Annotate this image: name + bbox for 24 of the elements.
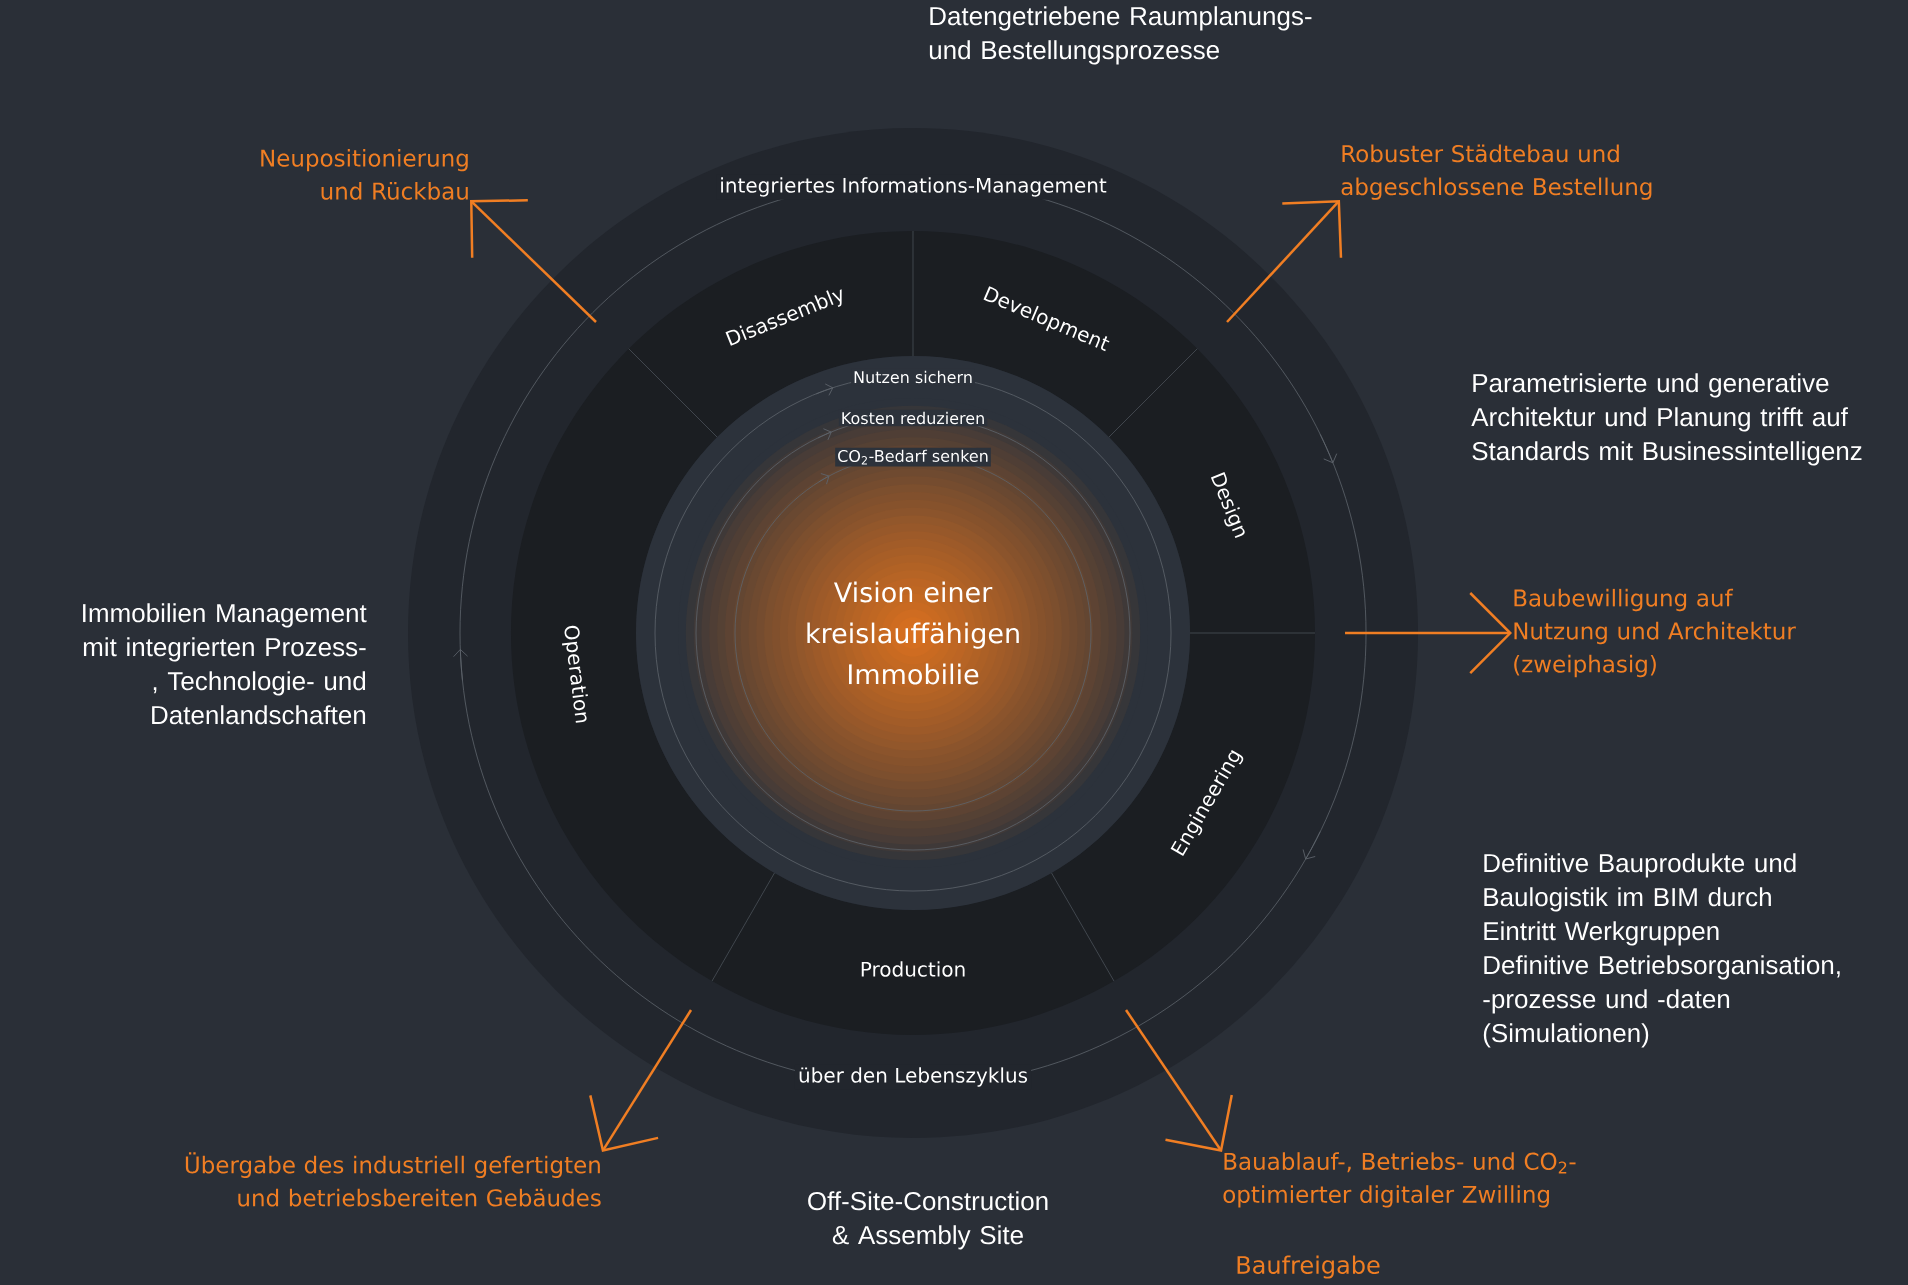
ring-label: integriertes Informations-Management [716, 174, 1110, 200]
arrow [589, 1009, 693, 1152]
annotation-text: Robuster Städtebau und abgeschlossene Bestellung [1341, 144, 1652, 200]
arrow [470, 199, 597, 323]
annotation-text: Neupositionierung und Rückbau [261, 149, 468, 200]
sector: Design [1108, 348, 1315, 633]
ring-label: über den Lebenszyklus [795, 1064, 1032, 1090]
annotation-text: Parametrisierte und generative Architektur und Planung trifft auf Standards mit Businessintelligenz [1471, 373, 1862, 466]
annotation-text: Bauablauf-, Betriebs- und CO$_{2}$-optimierter digitaler Zwilling [1223, 1152, 1576, 1208]
sector: Production [712, 872, 1114, 1035]
annotation-text: Off-Site-Construction & Assembly Site [808, 1191, 1048, 1250]
annotation-text: Übergabe des industriell gefertigten und betriebsbereiten Gebäudes [185, 1152, 601, 1207]
annotation-text: Baufreigabe [1237, 1255, 1380, 1279]
annotation-text: Datengetriebene Raumplanungs- und Bestellungsprozesse [929, 6, 1312, 65]
annotation-text: Definitive Bauprodukte und Baulogistik im BIM durch Eintritt Werkgruppen [1484, 853, 1796, 946]
node-label: Production [861, 961, 965, 977]
node-label: Design [1210, 472, 1245, 539]
annotation-text: Baubewilligung auf Nutzung und Architektur (zweiphasig) [1514, 588, 1796, 678]
annotation-text: Definitive Betriebsorganisation, -prozesse und -daten (Simulationen) [1483, 955, 1840, 1048]
arrow [1125, 1009, 1233, 1152]
node-label: Operation [561, 625, 588, 723]
arrow [1345, 592, 1512, 674]
arrow [1226, 200, 1343, 323]
annotation-text: Immobilien Management mit integrierten Prozess-, Technologie- und Datenlandschaften [83, 603, 367, 725]
